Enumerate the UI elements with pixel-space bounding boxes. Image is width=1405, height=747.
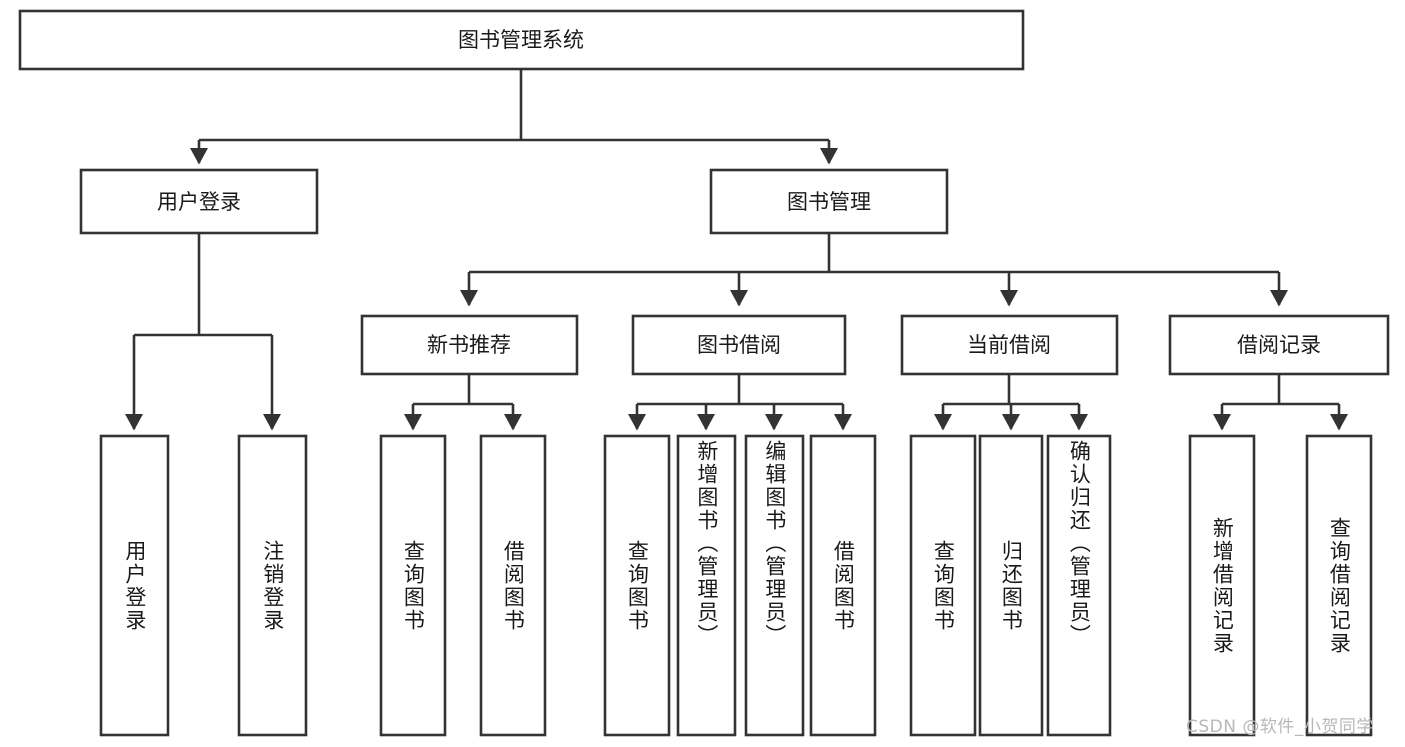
node-box-book-borrow[interactable] (631, 314, 847, 376)
leaf-box-user-login-2[interactable] (237, 434, 308, 737)
node-box-borrow-record[interactable] (1168, 314, 1390, 376)
leaf-box-current-borrow-3[interactable] (1046, 434, 1112, 737)
leaf-box-book-borrow-4[interactable] (809, 434, 877, 737)
csdn-watermark: CSDN @软件_小贺同学 (1186, 717, 1374, 737)
leaf-box-user-login-1[interactable] (99, 434, 170, 737)
node-box-new-book-recommend[interactable] (360, 314, 579, 376)
leaf-box-borrow-record-1[interactable] (1188, 434, 1256, 737)
node-label-borrow-record: 借阅记录 (1237, 333, 1321, 357)
leaf-box-current-borrow-1[interactable] (909, 434, 977, 737)
leaf-box-current-borrow-2[interactable] (978, 434, 1044, 737)
leaf-box-new-book-2[interactable] (479, 434, 547, 737)
node-label-user-login: 用户登录 (157, 190, 241, 214)
leaf-box-new-book-1[interactable] (379, 434, 447, 737)
node-label-new-book-recommend: 新书推荐 (427, 333, 511, 357)
node-box-current-borrow[interactable] (900, 314, 1119, 376)
leaf-box-book-borrow-3[interactable] (744, 434, 805, 737)
node-label-book-borrow: 图书借阅 (697, 333, 781, 357)
node-label-book-management: 图书管理 (787, 190, 871, 214)
node-box-root[interactable] (18, 9, 1025, 71)
leaf-box-book-borrow-2[interactable] (676, 434, 737, 737)
leaf-box-book-borrow-1[interactable] (603, 434, 671, 737)
node-label-current-borrow: 当前借阅 (967, 333, 1051, 357)
node-box-book-management[interactable] (709, 168, 949, 235)
node-label-root: 图书管理系统 (458, 28, 584, 52)
leaf-box-borrow-record-2[interactable] (1305, 434, 1373, 737)
